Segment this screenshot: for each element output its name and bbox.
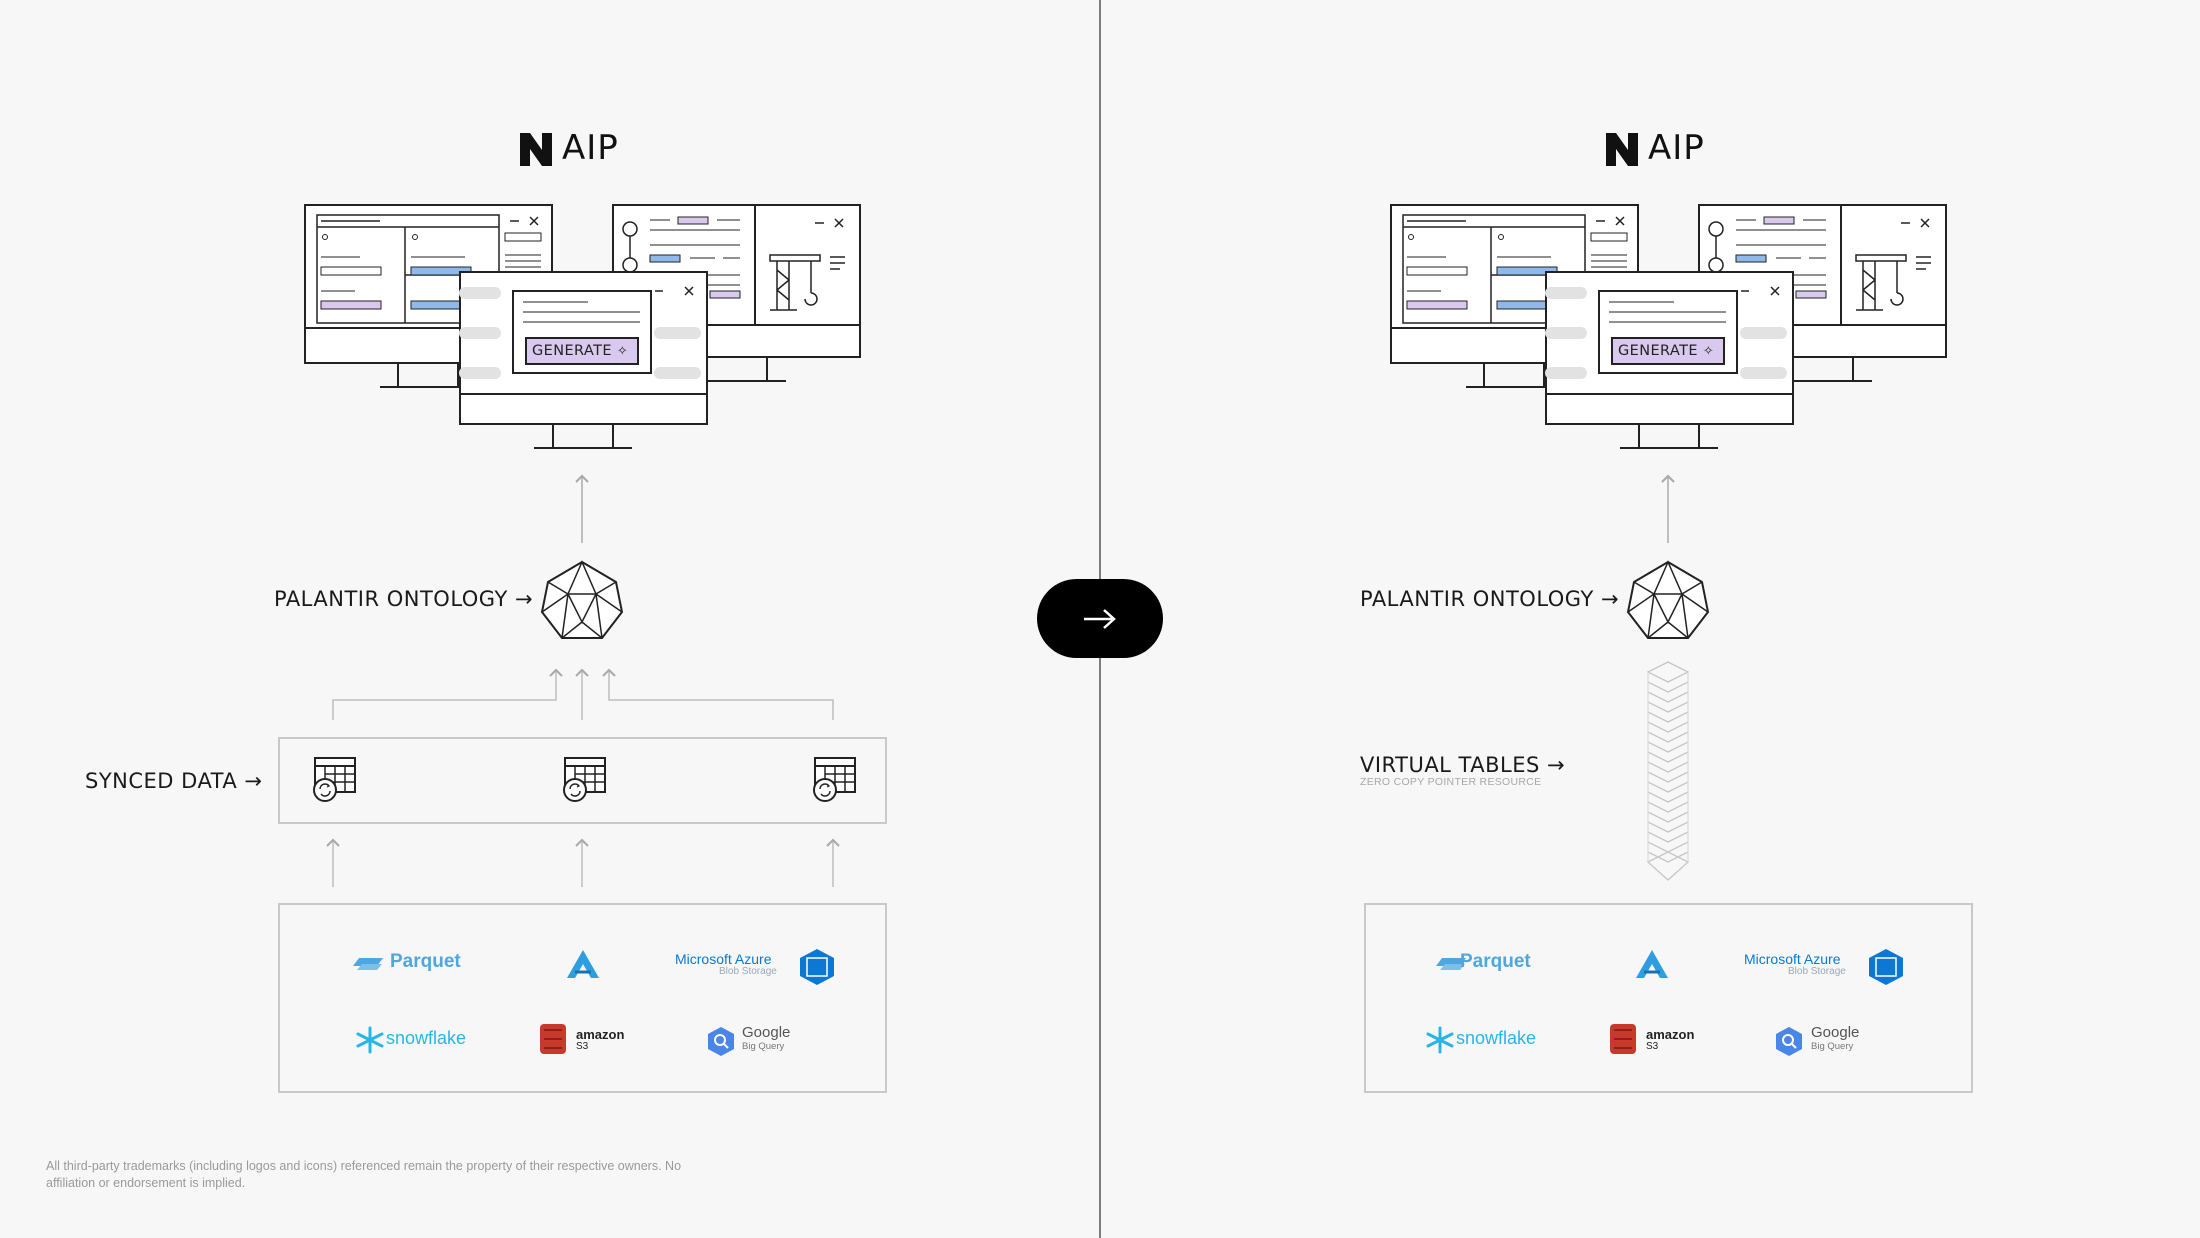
generate-label: GENERATE — [532, 343, 612, 359]
left-ontology-label: PALANTIR ONTOLOGY → — [274, 587, 534, 611]
parquet-logo: Parquet — [390, 951, 461, 972]
synced-data-label: SYNCED DATA → — [85, 769, 263, 793]
trademark-disclaimer: All third-party trademarks (including lo… — [46, 1159, 682, 1190]
data-sources-box-right — [1364, 903, 1973, 1093]
left-monitor-cluster — [305, 205, 860, 448]
source-logos-right — [1426, 949, 1903, 1056]
sparkle-icon: ✧ — [1702, 343, 1715, 359]
azure-logo: Microsoft Azure — [675, 951, 772, 967]
brand-name-right: AIP — [1648, 128, 1705, 168]
right-ontology-polyhedron-icon — [1627, 561, 1709, 639]
aip-logo-icon — [520, 133, 552, 166]
google-logo: Google — [742, 1024, 791, 1041]
virtual-tables-label: VIRTUAL TABLES → — [1360, 753, 1566, 777]
sparkle-icon: ✧ — [616, 343, 629, 359]
transition-arrow-button[interactable] — [1037, 579, 1163, 658]
google-logo: Google — [1811, 1024, 1860, 1041]
generate-button-right[interactable]: GENERATE ✧ — [1611, 337, 1725, 365]
brand-name-left: AIP — [562, 128, 619, 168]
generate-button-left[interactable]: GENERATE ✧ — [525, 337, 639, 365]
generate-label: GENERATE — [1618, 343, 1698, 359]
azure-logo: Microsoft Azure — [1744, 951, 1841, 967]
amazon-sub: S3 — [1646, 1041, 1659, 1052]
amazon-logo: amazon — [1646, 1027, 1695, 1042]
left-ontology-polyhedron-icon — [541, 561, 623, 639]
virtual-table-stack-icon — [1646, 661, 1690, 881]
parquet-logo: Parquet — [1460, 951, 1531, 972]
aip-logo-icon — [1606, 133, 1638, 166]
synced-data-box — [278, 737, 887, 824]
virtual-tables-sublabel: ZERO COPY POINTER RESOURCE — [1360, 776, 1542, 788]
right-ontology-label: PALANTIR ONTOLOGY → — [1360, 587, 1620, 611]
snowflake-logo: snowflake — [1456, 1028, 1537, 1048]
snowflake-logo: snowflake — [386, 1028, 467, 1048]
data-sources-box-left — [278, 903, 887, 1093]
azure-sub: Blob Storage — [1788, 966, 1846, 977]
google-sub: Big Query — [742, 1041, 785, 1052]
google-sub: Big Query — [1811, 1041, 1854, 1052]
amazon-logo: amazon — [576, 1027, 625, 1042]
arrow-right-icon — [1084, 608, 1116, 629]
source-logos-left — [353, 949, 834, 1056]
right-monitor-cluster — [1391, 205, 1946, 448]
azure-sub: Blob Storage — [719, 966, 777, 977]
amazon-sub: S3 — [576, 1041, 589, 1052]
